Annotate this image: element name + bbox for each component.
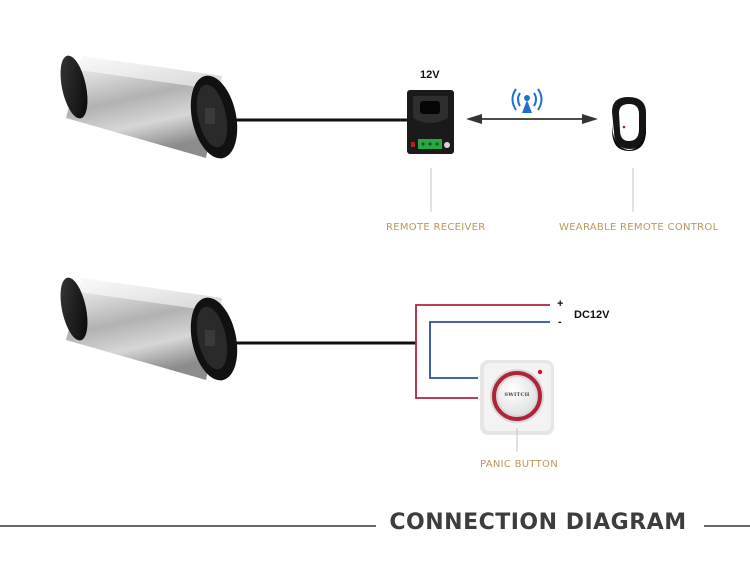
plus-sign: + bbox=[557, 298, 564, 310]
actuator-bottom bbox=[60, 277, 238, 381]
minus-sign: - bbox=[558, 316, 562, 328]
dc-voltage-label: DC12V bbox=[574, 309, 610, 321]
signal-arrow bbox=[466, 114, 598, 124]
receiver-voltage-label: 12V bbox=[420, 69, 440, 81]
title-rule-right bbox=[704, 525, 750, 527]
panic-button-label: PANIC BUTTON bbox=[480, 459, 558, 470]
remote-receiver bbox=[407, 90, 454, 154]
title-rule-left bbox=[0, 525, 376, 527]
panic-button[interactable] bbox=[480, 360, 554, 435]
wearable-label: WEARABLE REMOTE CONTROL bbox=[559, 222, 719, 233]
red-wire bbox=[415, 304, 550, 399]
diagram-title: CONNECTION DIAGRAM bbox=[389, 510, 687, 535]
receiver-label: REMOTE RECEIVER bbox=[386, 222, 486, 233]
wireless-signal-icon bbox=[511, 88, 543, 113]
wearable-wristband bbox=[612, 97, 646, 151]
blue-wire bbox=[429, 321, 550, 379]
switch-text: SWITCH bbox=[504, 392, 530, 398]
actuator-top bbox=[60, 55, 238, 159]
